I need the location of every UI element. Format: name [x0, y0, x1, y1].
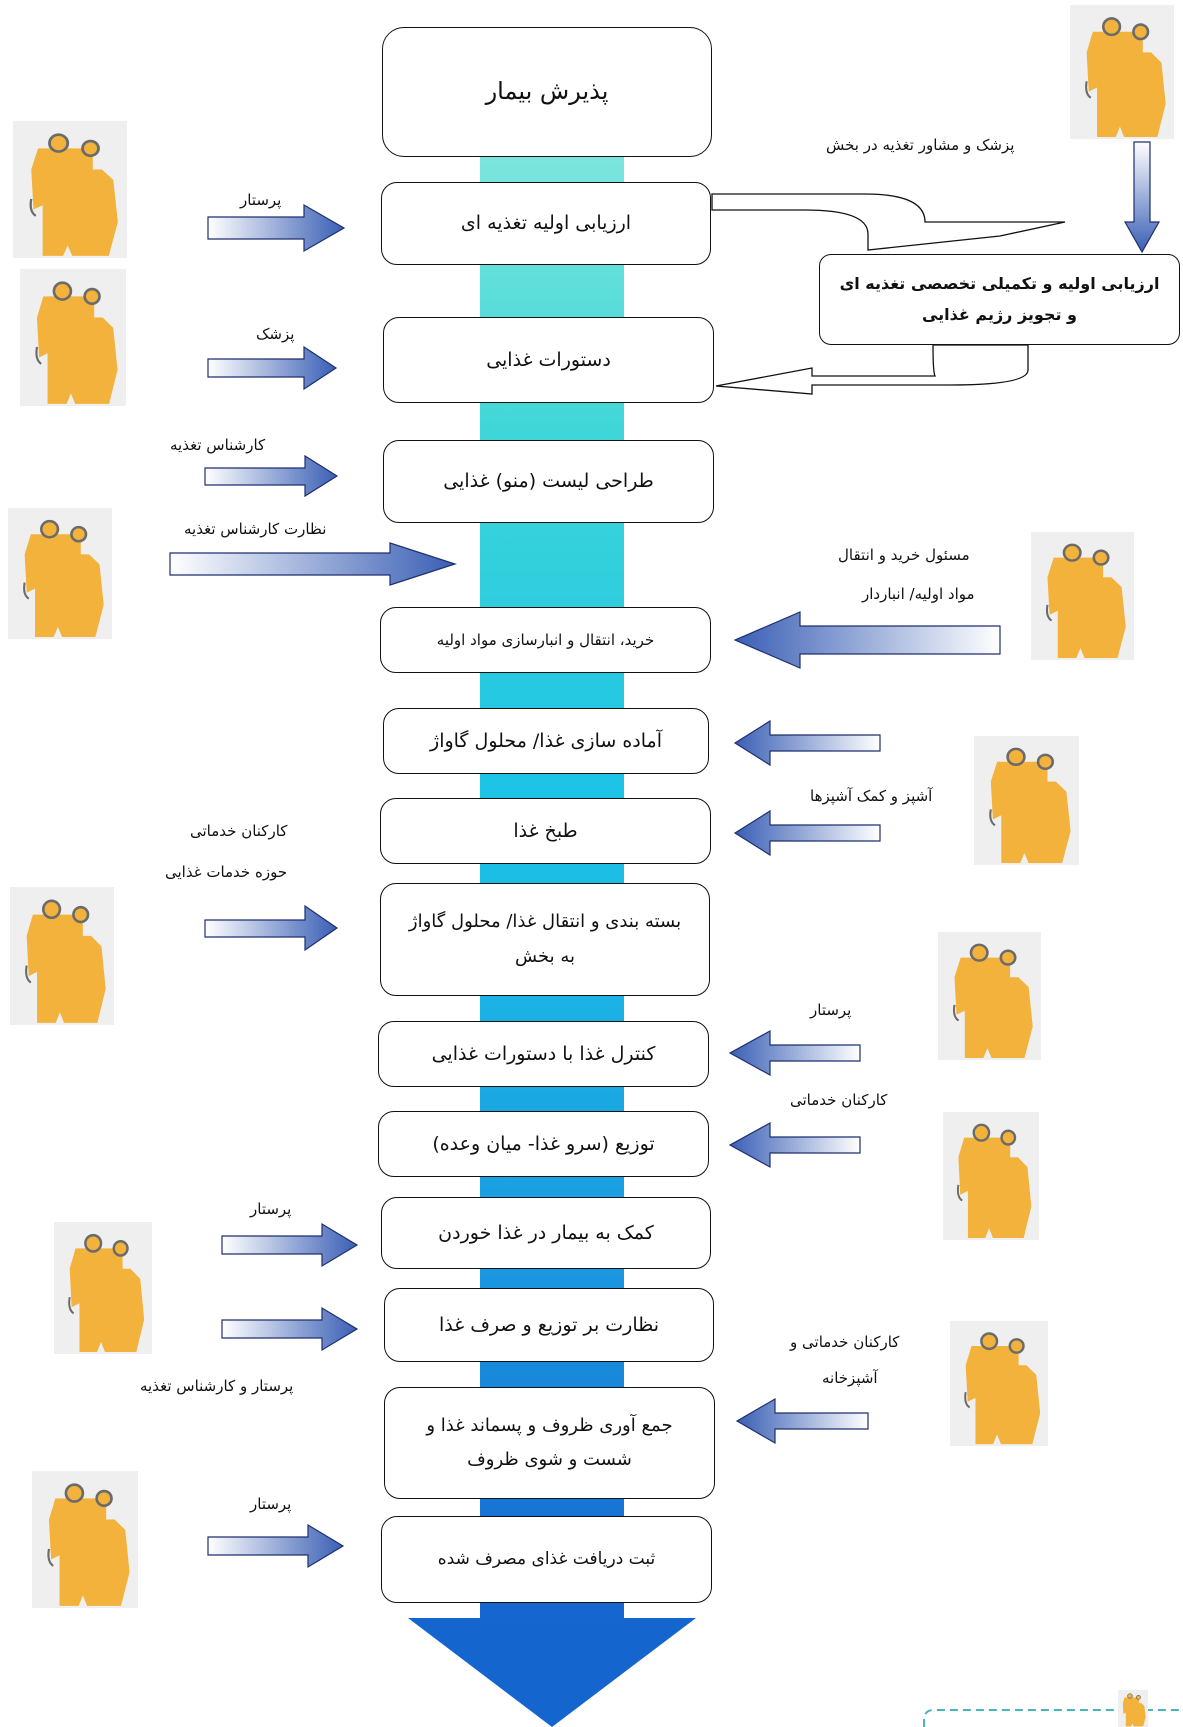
role-nurse-3: پرستار [250, 1200, 292, 1218]
person-pair-icon [974, 736, 1079, 865]
process-end-arrow [408, 1618, 696, 1727]
arrow-physician-orders [207, 345, 338, 391]
arrow-service-packaging [204, 904, 339, 952]
role-service-kitchen-line2: آشپزخانه [822, 1369, 878, 1387]
stage-initial-nutrition-assessment: ارزیابی اولیه تغذیه ای [381, 182, 711, 265]
person-pair-icon [8, 508, 112, 639]
stage-feeding-assistance: کمک به بیمار در غذا خوردن [381, 1197, 711, 1269]
role-purchasing-line2: مواد اولیه/ انباردار [862, 585, 975, 603]
role-purchasing-line1: مسئول خرید و انتقال [838, 546, 970, 564]
connector-to-side-box [711, 193, 1066, 251]
stage-supervision: نظارت بر توزیع و صرف غذا [384, 1288, 714, 1362]
legend-person-icon [1118, 1690, 1148, 1727]
person-pair-icon [20, 269, 126, 406]
connector-from-side-box [715, 344, 1029, 395]
role-nurse-1: پرستار [240, 191, 282, 209]
person-pair-icon [54, 1222, 152, 1354]
role-service-staff: کارکنان خدماتی [790, 1091, 888, 1109]
stage-distribution: توزیع (سرو غذا- میان وعده) [378, 1111, 709, 1177]
legend-frame [923, 1709, 1183, 1727]
arrow-nurse-assessment [207, 203, 346, 253]
role-service-staff-line2: حوزه خدمات غذایی [165, 863, 288, 881]
person-pair-icon [13, 121, 127, 258]
stage-specialized-assessment: ارزیابی اولیه و تکمیلی تخصصی تغذیه ای و … [819, 254, 1180, 345]
person-pair-icon [943, 1112, 1039, 1240]
role-service-kitchen-line1: کارکنان خدماتی و [790, 1333, 900, 1351]
stage-food-preparation: آماده سازی غذا/ محلول گاواژ [383, 708, 709, 774]
arrow-service-distribution [728, 1121, 861, 1169]
role-nurse-4: پرستار [250, 1495, 292, 1513]
role-nurse-nutritionist: پرستار و کارشناس تغذیه [140, 1377, 294, 1395]
person-pair-icon [950, 1321, 1048, 1446]
arrow-nurse-help [221, 1222, 359, 1268]
stage-purchasing-storage: خرید، انتقال و انبارسازی مواد اولیه [380, 607, 711, 673]
arrow-nutritionist-supervision [169, 542, 457, 586]
arrow-nurse-record [207, 1523, 345, 1569]
person-pair-icon [32, 1471, 138, 1608]
arrow-cooks-prep [733, 719, 881, 767]
stage-patient-admission: پذیرش بیمار [382, 27, 712, 157]
stage-collection-washing: جمع آوری ظروف و پسماند غذا و شست و شوی ظ… [384, 1387, 715, 1499]
person-pair-icon [1031, 532, 1134, 660]
stage-menu-design: طراحی لیست (منو) غذایی [383, 440, 714, 523]
role-nutritionist-supervision: نظارت کارشناس تغذیه [184, 520, 327, 538]
person-pair-icon [938, 932, 1041, 1060]
arrow-service-kitchen [735, 1397, 869, 1445]
arrow-cooks-cook [733, 809, 881, 857]
stage-packaging-transfer: بسته بندی و انتقال غذا/ محلول گاواژ به ب… [380, 883, 710, 996]
stage-record-consumption: ثبت دریافت غذای مصرف شده [381, 1516, 712, 1603]
role-service-staff-line1: کارکنان خدماتی [190, 822, 288, 840]
person-pair-icon [10, 887, 114, 1025]
role-nutrition-physician: پزشک و مشاور تغذیه در بخش [826, 136, 1015, 154]
arrow-nutritionist-menu [204, 454, 339, 498]
role-cooks: آشپز و کمک آشپزها [810, 787, 933, 805]
arrow-nutrition-physician-down [1123, 141, 1161, 254]
arrow-purchasing [733, 611, 1001, 669]
stage-dietary-orders: دستورات غذایی [383, 317, 714, 403]
person-pair-icon [1070, 5, 1174, 139]
stage-cooking: طبخ غذا [380, 798, 711, 864]
stage-food-control: کنترل غذا با دستورات غذایی [378, 1021, 709, 1087]
arrow-nurse-control [728, 1029, 861, 1077]
arrow-supervision-serving [221, 1306, 359, 1352]
role-physician: پزشک [256, 325, 295, 343]
role-nurse-2: پرستار [810, 1001, 852, 1019]
role-nutritionist: کارشناس تغذیه [170, 436, 266, 454]
